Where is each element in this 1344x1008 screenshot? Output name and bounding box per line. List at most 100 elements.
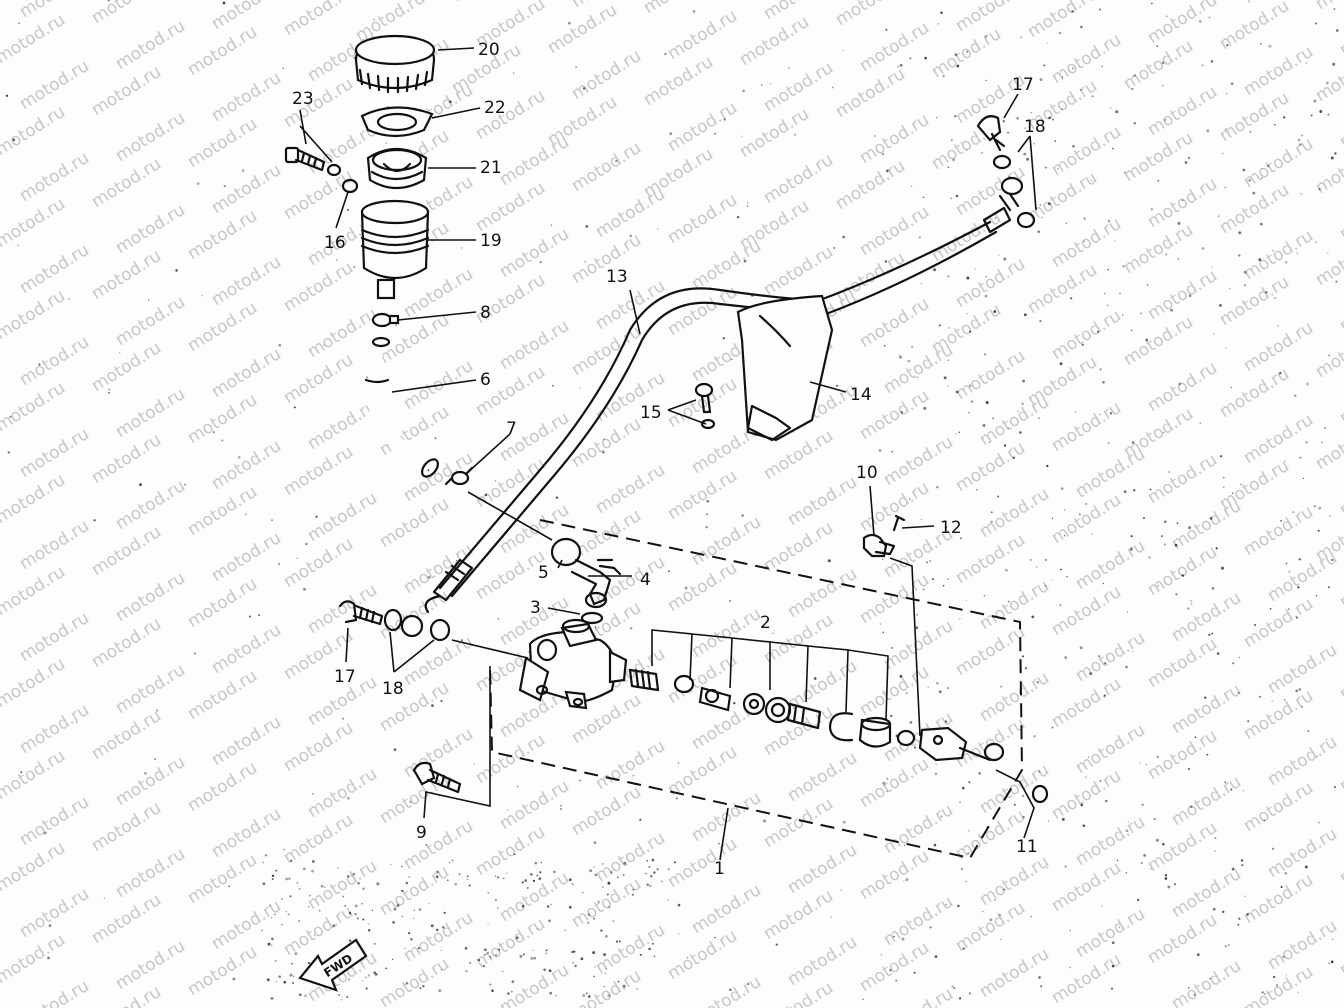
speckle-dot (1319, 110, 1323, 113)
speckle-dot (427, 576, 431, 579)
speckle-dot (881, 558, 884, 561)
speckle-dot (1305, 62, 1307, 64)
speckle-dot (1047, 202, 1051, 206)
speckle-dot (484, 493, 488, 497)
speckle-dot (1213, 333, 1215, 335)
speckle-dot (1024, 666, 1028, 670)
speckle-dot (465, 970, 468, 973)
speckle-dot (435, 875, 439, 879)
speckle-dot (1292, 511, 1295, 514)
speckle-dot (882, 631, 885, 634)
speckle-dot (1333, 786, 1336, 789)
speckle-dot (1103, 694, 1106, 697)
speckle-dot (997, 495, 1000, 498)
speckle-dot (392, 921, 395, 924)
speckle-dot (678, 933, 680, 935)
speckle-dot (1164, 141, 1166, 144)
speckle-dot (600, 929, 603, 932)
speckle-dot (507, 992, 510, 995)
speckle-dot (886, 790, 888, 793)
speckle-dot (933, 268, 937, 272)
speckle-dot (1170, 308, 1174, 312)
speckle-dot (884, 260, 888, 263)
speckle-dot (985, 79, 987, 82)
speckle-dot (1155, 838, 1159, 842)
watermark-text: motod.ru (832, 0, 909, 30)
speckle-dot (747, 983, 750, 985)
reservoir-bolt (284, 146, 359, 194)
speckle-dot (502, 970, 504, 973)
speckle-dot (603, 438, 605, 441)
speckle-dot (936, 682, 939, 685)
speckle-dot (985, 275, 987, 278)
speckle-dot (1330, 960, 1334, 964)
speckle-dot (302, 867, 306, 871)
callout-19: 19 (480, 231, 502, 251)
speckle-dot (393, 748, 397, 751)
speckle-dot (371, 909, 374, 911)
speckle-dot (408, 876, 410, 878)
speckle-dot (580, 957, 584, 961)
speckle-dot (940, 11, 943, 14)
speckle-dot (289, 895, 292, 898)
speckle-dot (1315, 594, 1318, 597)
speckle-dot (494, 480, 497, 482)
speckle-dot (1031, 615, 1035, 619)
speckle-dot (1225, 93, 1228, 95)
speckle-dot (1209, 977, 1211, 980)
speckle-dot (1327, 586, 1330, 589)
speckle-dot (646, 859, 649, 862)
speckle-dot (922, 196, 925, 199)
speckle-dot (512, 72, 515, 74)
speckle-dot (1132, 489, 1136, 492)
watermark-text: motod.ru (0, 470, 69, 528)
speckle-dot (491, 989, 494, 992)
speckle-dot (443, 911, 446, 914)
speckle-dot (1051, 579, 1053, 581)
speckle-dot (914, 746, 917, 749)
speckle-dot (285, 910, 287, 913)
piston-kit-leader (651, 629, 889, 721)
speckle-dot (622, 873, 625, 877)
speckle-dot (1039, 78, 1043, 82)
speckle-dot (1244, 895, 1246, 898)
speckle-dot (602, 451, 605, 454)
speckle-dot (533, 956, 536, 960)
speckle-dot (296, 557, 298, 559)
speckle-dot (436, 928, 439, 932)
watermark-text: motod.ru (496, 960, 573, 1008)
speckle-dot (1277, 325, 1279, 327)
speckle-dot (1104, 662, 1107, 665)
speckle-dot (766, 565, 768, 568)
speckle-dot (1268, 44, 1272, 48)
speckle-dot (584, 261, 586, 263)
speckle-dot (1012, 456, 1016, 459)
speckle-dot (1098, 655, 1101, 658)
speckle-dot (1238, 656, 1241, 659)
watermark-text: motod.ru (1312, 140, 1344, 198)
speckle-dot (1328, 354, 1331, 357)
speckle-dot (1310, 114, 1313, 117)
callout-2: 2 (760, 613, 771, 633)
speckle-dot (1035, 566, 1038, 568)
speckle-dot (1318, 188, 1321, 191)
speckle-dot (1133, 122, 1136, 125)
speckle-dot (352, 872, 356, 876)
speckle-dot (1110, 987, 1114, 990)
speckle-dot (1293, 394, 1297, 398)
speckle-dot (1003, 444, 1007, 447)
speckle-dot (1274, 297, 1277, 300)
speckle-dot (618, 940, 621, 943)
speckle-dot (968, 384, 972, 387)
speckle-dot (1054, 140, 1057, 142)
speckle-dot (1037, 230, 1040, 234)
speckle-dot (1080, 803, 1084, 807)
watermark-text: motod.ru (0, 562, 69, 620)
speckle-dot (1024, 127, 1026, 129)
speckle-dot (587, 913, 591, 916)
speckle-dot (935, 763, 938, 766)
speckle-dot (481, 379, 484, 381)
speckle-dot (929, 926, 932, 929)
speckle-dot (283, 980, 286, 984)
speckle-dot (1238, 231, 1242, 235)
